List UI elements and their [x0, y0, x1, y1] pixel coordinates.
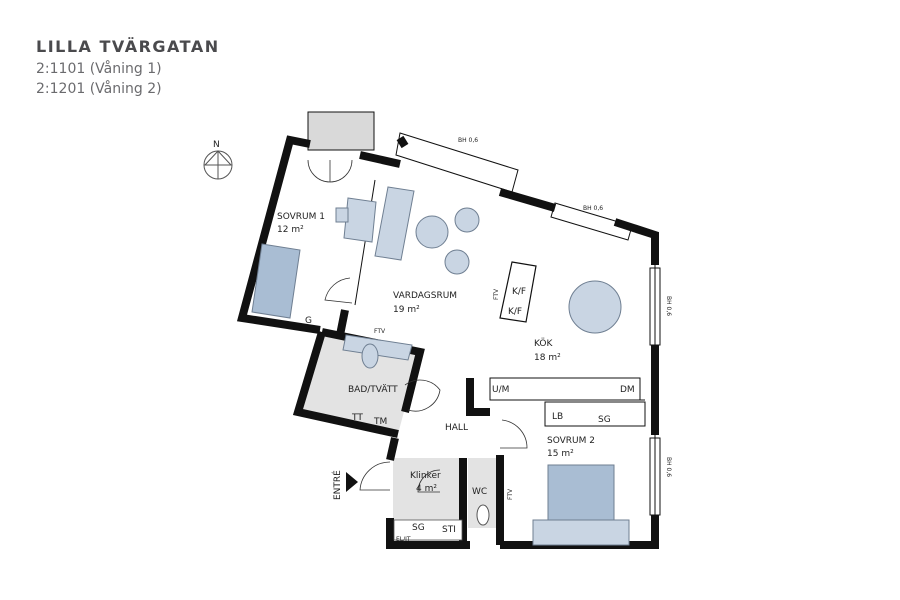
room-klinker-name: Klinker — [410, 471, 441, 481]
entrance-arrow-icon — [346, 472, 358, 492]
room-wc-name: WC — [472, 487, 487, 497]
fixture-sg-entry: SG — [412, 523, 425, 533]
windows — [395, 132, 661, 516]
fixture-tt: TT — [351, 413, 363, 423]
fixture-tm: TM — [373, 417, 387, 427]
room-hall-name: HALL — [445, 423, 468, 433]
unit-line-2: 2:1201 (Våning 2) — [36, 81, 162, 97]
unit-line-1: 2:1101 (Våning 1) — [36, 61, 162, 77]
fixture-ftv-wc: FTV — [507, 488, 514, 500]
fixture-um: U/M — [492, 385, 509, 395]
room-vardagsrum-name: VARDAGSRUM — [393, 291, 457, 301]
fixture-elit: EL/IT — [396, 536, 411, 543]
fixture-sg: SG — [598, 415, 611, 425]
room-vardagsrum-area: 19 m² — [393, 305, 420, 315]
balcony — [307, 111, 375, 151]
doors — [307, 159, 528, 493]
fixture-kf-1: K/F — [512, 287, 526, 297]
window-note-4: BH 0,6 — [665, 457, 672, 477]
room-sovrum1-name: SOVRUM 1 — [277, 212, 325, 222]
furniture — [251, 186, 646, 546]
fixture-lb: LB — [552, 412, 563, 422]
room-bad-name: BAD/TVÄTT — [348, 384, 398, 395]
entrance-label: ENTRÉ — [331, 470, 343, 500]
fixture-kf-2: K/F — [508, 307, 522, 317]
svg-text:N: N — [213, 140, 220, 150]
project-title: LILLA TVÄRGATAN — [36, 37, 220, 56]
room-kok-name: KÖK — [534, 338, 553, 349]
window-note-3: BH 0,6 — [665, 296, 672, 316]
fixture-dm: DM — [620, 385, 635, 395]
window-note-2: BH 0,6 — [583, 205, 603, 212]
room-kok-area: 18 m² — [534, 353, 561, 363]
window-note-1: BH 0,6 — [458, 137, 478, 144]
room-sovrum2-area: 15 m² — [547, 449, 574, 459]
fixture-ftv: FTV — [374, 328, 386, 335]
fixture-sti: STI — [442, 525, 456, 535]
north-compass-icon: N — [203, 140, 233, 180]
room-sovrum2-name: SOVRUM 2 — [547, 436, 595, 446]
room-sovrum1-area: 12 m² — [277, 225, 304, 235]
room-klinker-area: 4 m² — [416, 484, 437, 494]
fixture-ftv-kitchen: FTV — [493, 288, 500, 300]
fixture-g: G — [305, 316, 312, 326]
